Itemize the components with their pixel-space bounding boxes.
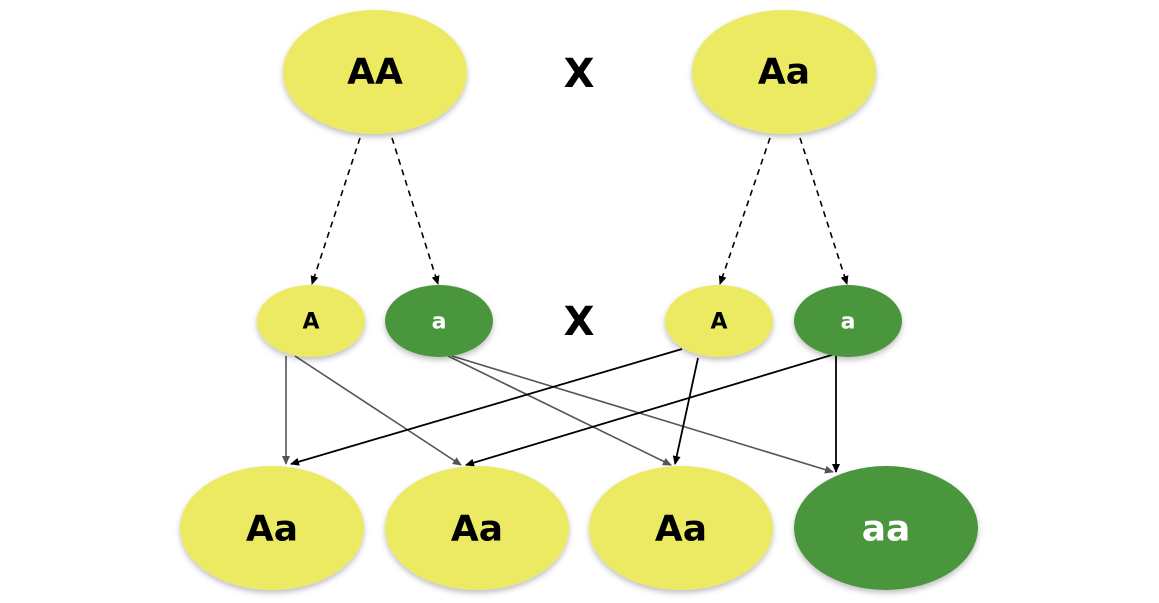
arrow-g1-to-o2 — [294, 355, 462, 466]
arrow-AA-to-a — [391, 137, 440, 285]
offspring-1-label: Aa — [246, 509, 298, 550]
gamete-2-label: a — [432, 310, 447, 335]
gamete-3-label: A — [710, 310, 727, 335]
parent-left-label: AA — [347, 52, 403, 93]
arrow-g3-to-o3 — [672, 357, 699, 465]
offspring-4-node: aa — [794, 466, 978, 590]
arrow-Aa-to-A — [718, 137, 771, 285]
gamete-1-node: A — [257, 285, 365, 357]
parent-right-node: Aa — [692, 10, 876, 134]
offspring-row: Aa Aa Aa aa — [180, 466, 978, 590]
parent-right-label: Aa — [758, 52, 810, 93]
arrow-Aa-to-a — [799, 137, 849, 285]
gamete-4-node: a — [794, 285, 902, 357]
gamete-1-label: A — [302, 310, 319, 335]
parent-row: AA X Aa — [283, 10, 876, 134]
arrow-g2-to-o4 — [451, 355, 834, 474]
gamete-2-node: a — [385, 285, 493, 357]
parent-left-node: AA — [283, 10, 467, 134]
offspring-3-node: Aa — [589, 466, 773, 590]
parent-cross-symbol: X — [564, 51, 595, 97]
gamete-to-offspring-arrows — [282, 348, 840, 474]
gamete-4-label: a — [841, 310, 856, 335]
offspring-4-label: aa — [862, 509, 911, 550]
parent-to-gamete-arrows — [310, 137, 849, 285]
gamete-3-node: A — [665, 285, 773, 357]
arrow-g4-to-o2 — [465, 353, 836, 467]
offspring-3-label: Aa — [655, 509, 707, 550]
offspring-1-node: Aa — [180, 466, 364, 590]
arrow-g3-to-o1 — [290, 348, 683, 466]
offspring-2-label: Aa — [451, 509, 503, 550]
gamete-cross-symbol: X — [564, 299, 595, 345]
offspring-2-node: Aa — [385, 466, 569, 590]
gamete-row: A a X A a — [257, 285, 902, 357]
arrow-g2-to-o3 — [447, 355, 672, 466]
arrow-AA-to-A — [310, 137, 361, 285]
